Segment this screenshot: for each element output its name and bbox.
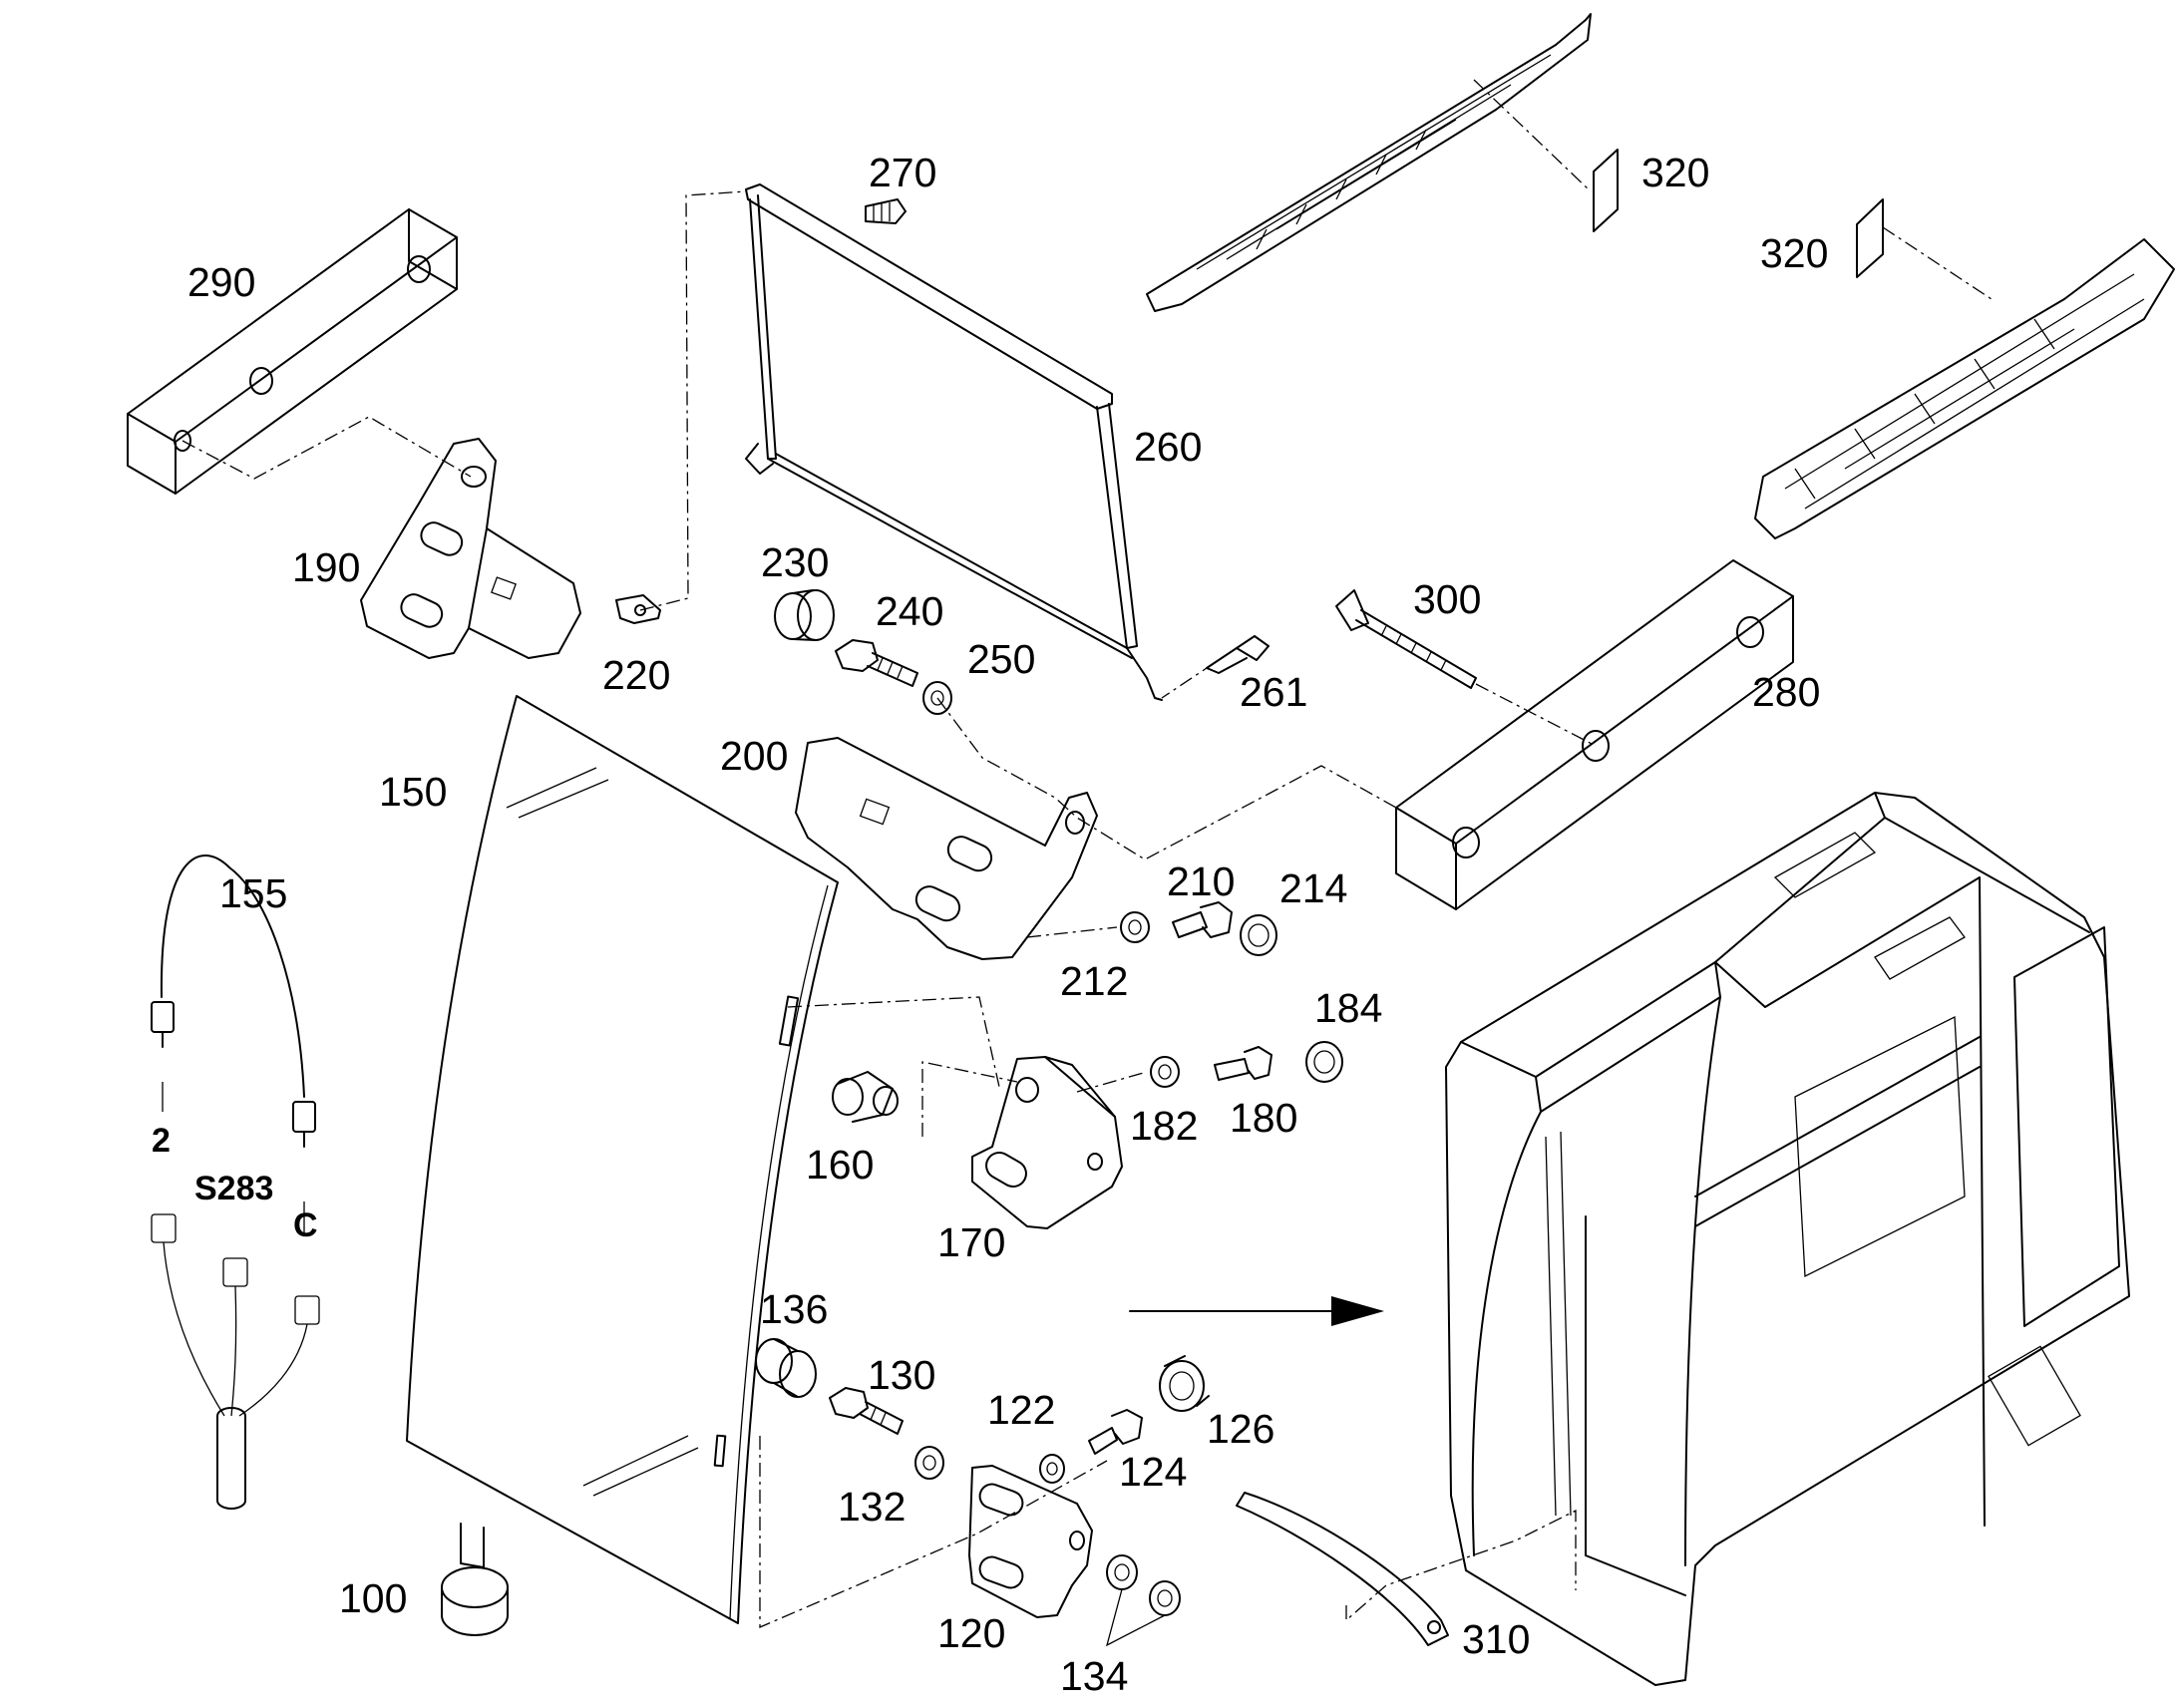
label-200: 200 (720, 733, 788, 779)
bracket-120 (968, 1465, 1093, 1618)
cap-184 (1305, 1041, 1343, 1083)
screw-270 (865, 198, 907, 224)
sleeve-136 (755, 1338, 817, 1398)
label-290: 290 (187, 259, 255, 305)
cap-214 (1240, 914, 1277, 956)
label-310: 310 (1462, 1616, 1530, 1662)
label-136: 136 (760, 1286, 828, 1332)
connector-s283 (151, 1082, 320, 1510)
clip-220 (615, 594, 661, 624)
rail-upper (1146, 13, 1592, 312)
sleeve-230 (774, 589, 835, 641)
bolt-240 (835, 639, 918, 687)
wire-label-2: 2 (152, 1122, 171, 1160)
label-260: 260 (1134, 424, 1202, 470)
label-122: 122 (987, 1387, 1055, 1433)
screw-261 (1206, 635, 1270, 674)
label-230: 230 (761, 539, 829, 585)
leader-lines (182, 79, 1996, 1628)
label-184: 184 (1314, 985, 1382, 1031)
label-155: 155 (219, 870, 287, 916)
label-320-upper (1593, 149, 1619, 232)
label-300: 300 (1413, 576, 1481, 622)
label-270: 270 (869, 150, 936, 195)
part-labels: 290 190 220 270 260 230 240 250 261 300 … (152, 150, 1828, 1699)
label-240: 240 (876, 588, 943, 634)
bolt-210 (1172, 901, 1233, 938)
label-320-upper: 320 (1641, 150, 1709, 195)
bracket-190 (360, 438, 581, 659)
screw-300 (1335, 589, 1477, 689)
label-170: 170 (937, 1219, 1005, 1265)
bracket-200 (795, 737, 1098, 960)
sunshade-260 (745, 183, 1163, 701)
label-126: 126 (1207, 1406, 1274, 1452)
glass-150 (406, 695, 839, 1624)
block-290 (127, 208, 458, 495)
label-280: 280 (1752, 669, 1820, 715)
pin-160 (832, 1071, 899, 1123)
bolt-130 (829, 1387, 904, 1435)
label-250: 250 (967, 636, 1035, 682)
wire-label-s283: S283 (194, 1170, 273, 1207)
bolt-124 (1088, 1409, 1143, 1455)
label-210: 210 (1167, 858, 1235, 904)
block-280 (1395, 559, 1794, 910)
label-212: 212 (1060, 958, 1128, 1004)
cap-126 (1159, 1355, 1210, 1412)
washer-182 (1150, 1056, 1180, 1088)
bolt-180 (1214, 1046, 1272, 1081)
label-120: 120 (937, 1610, 1005, 1656)
foot-100 (441, 1523, 509, 1636)
label-220: 220 (602, 652, 670, 698)
cab-frame (1445, 792, 2130, 1686)
washers-134 (1105, 1554, 1181, 1647)
washer-132 (914, 1446, 944, 1480)
label-132: 132 (838, 1484, 906, 1530)
label-320-lower (1856, 198, 1884, 278)
label-182: 182 (1130, 1103, 1198, 1149)
label-130: 130 (868, 1352, 935, 1398)
label-214: 214 (1279, 865, 1347, 911)
label-320-lower: 320 (1760, 230, 1828, 276)
cable-155 (151, 854, 316, 1148)
label-180: 180 (1230, 1095, 1297, 1141)
label-190: 190 (292, 544, 360, 590)
label-100: 100 (339, 1575, 407, 1621)
label-134: 134 (1060, 1653, 1128, 1699)
washer-122 (1039, 1454, 1065, 1484)
washer-212 (1120, 911, 1150, 943)
label-160: 160 (806, 1142, 874, 1188)
wire-label-c: C (293, 1206, 318, 1244)
rail-lower (1754, 238, 2175, 539)
assembly-arrow (1129, 1296, 1384, 1326)
bracket-170 (971, 1056, 1123, 1229)
strip-310 (1236, 1492, 1449, 1646)
washer-250 (922, 681, 952, 715)
label-150: 150 (379, 769, 447, 815)
label-124: 124 (1119, 1449, 1187, 1495)
label-261: 261 (1240, 669, 1307, 715)
